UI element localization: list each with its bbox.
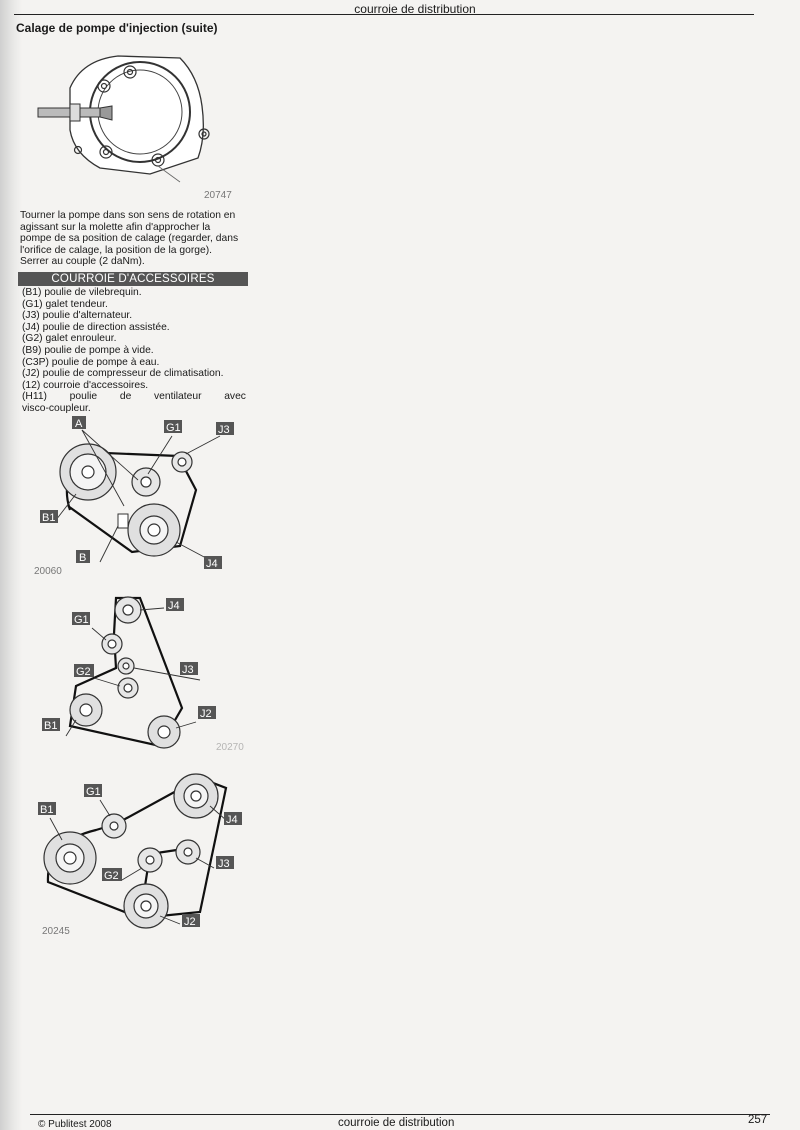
legend-item: (G2) galet enrouleur. bbox=[22, 333, 117, 345]
label-j2: J2 bbox=[184, 916, 196, 928]
paragraph-line: Tourner la pompe dans son sens de rotati… bbox=[20, 210, 236, 221]
section-band-title: COURROIE D'ACCESSOIRES bbox=[18, 272, 248, 286]
section-title: Calage de pompe d'injection (suite) bbox=[16, 21, 218, 35]
legend-item: visco-coupleur. bbox=[22, 402, 91, 414]
page-header-title: courroie de distribution bbox=[354, 2, 476, 16]
label-j4: J4 bbox=[168, 600, 180, 612]
paragraph-line: l'orifice de calage, la position de la g… bbox=[20, 244, 213, 256]
footer-title: courroie de distribution bbox=[338, 1117, 455, 1129]
figure4-ref: 20245 bbox=[42, 926, 70, 937]
footer-rule bbox=[30, 1114, 770, 1115]
legend-word: avec bbox=[224, 391, 246, 403]
legend-item: (B1) poulie de vilebrequin. bbox=[22, 287, 142, 298]
label-g1: G1 bbox=[166, 422, 181, 434]
label-j2: J2 bbox=[200, 708, 212, 720]
binding-shadow bbox=[0, 0, 22, 1130]
legend-item: (J3) poulie d'alternateur. bbox=[22, 310, 133, 322]
figure-belt-layout-1: A G1 J3 B1 B J4 20060 bbox=[20, 410, 240, 580]
figure2-ref: 20060 bbox=[34, 566, 62, 577]
legend-word: poulie bbox=[69, 391, 98, 403]
instruction-paragraph: Tourner la pompe dans son sens de rotati… bbox=[20, 210, 248, 268]
legend-item: (J4) poulie de direction assistée. bbox=[22, 321, 170, 333]
label-j4: J4 bbox=[206, 558, 218, 570]
legend-item: (J2) poulie de compresseur de climatisat… bbox=[22, 368, 224, 380]
figure-belt-layout-2: J4 G1 J3 G2 J2 B1 20270 bbox=[30, 588, 250, 754]
page-number: 257 bbox=[748, 1114, 768, 1126]
label-j4: J4 bbox=[226, 814, 238, 826]
figure1-ref: 20747 bbox=[204, 190, 232, 201]
legend-word: ventilateur bbox=[154, 391, 202, 403]
label-b1: B1 bbox=[42, 512, 55, 524]
pulley-legend: (B1) poulie de vilebrequin. (G1) galet t… bbox=[22, 287, 246, 415]
label-b1: B1 bbox=[40, 804, 53, 816]
legend-word: (H11) bbox=[22, 391, 47, 403]
figure3-ref: 20270 bbox=[216, 742, 244, 753]
label-g2: G2 bbox=[104, 870, 119, 882]
legend-item: (12) courroie d'accessoires. bbox=[22, 379, 149, 391]
label-j3: J3 bbox=[218, 858, 230, 870]
label-j3: J3 bbox=[182, 664, 194, 676]
legend-item-justified: (H11) poulie de ventilateur avec bbox=[22, 391, 246, 403]
figure-belt-layout-3: G1 B1 J4 J3 G2 J2 20245 bbox=[30, 772, 250, 938]
paragraph-line: pompe de sa position de calage (regarder… bbox=[20, 233, 239, 245]
label-j3: J3 bbox=[218, 424, 230, 436]
label-a: A bbox=[75, 418, 83, 430]
legend-item: (G1) galet tendeur. bbox=[22, 298, 108, 310]
figure-injection-pump: 20747 bbox=[30, 46, 250, 204]
paragraph-line: Serrer au couple (2 daNm). bbox=[20, 256, 145, 268]
legend-item: (B9) poulie de pompe à vide. bbox=[22, 344, 154, 356]
legend-word: de bbox=[119, 391, 132, 403]
label-g1: G1 bbox=[86, 786, 101, 798]
label-g2: G2 bbox=[76, 666, 91, 678]
paragraph-line: agissant sur la molette afin d'approcher… bbox=[20, 221, 211, 233]
label-b1: B1 bbox=[44, 720, 57, 732]
label-b: B bbox=[79, 552, 86, 564]
footer-copyright: © Publitest 2008 bbox=[38, 1119, 112, 1130]
legend-item: (C3P) poulie de pompe à eau. bbox=[22, 356, 160, 368]
label-g1: G1 bbox=[74, 614, 89, 626]
header-rule bbox=[14, 14, 754, 15]
